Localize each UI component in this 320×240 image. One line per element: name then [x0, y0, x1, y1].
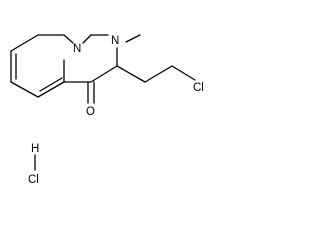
bond-cb-cl	[171, 65, 196, 81]
atom-n-ring: N	[73, 43, 81, 55]
bonds	[10, 34, 196, 171]
bond-c5-c4	[10, 81, 39, 98]
structure-svg: N N O Cl H Cl	[10, 34, 204, 186]
atom-o-carbonyl: O	[86, 106, 95, 118]
bond-n-ring-ch2	[82, 34, 92, 44]
atom-labels: N N O Cl H Cl	[28, 35, 204, 186]
bond-c4-c4a-inner	[39, 77, 63, 92]
atom-h-hcl: H	[31, 143, 39, 155]
bond-c3-ca	[116, 65, 146, 83]
atom-cl-chain: Cl	[193, 82, 204, 94]
atom-n-methyl: N	[111, 35, 119, 47]
bond-c4-c4a	[37, 81, 65, 98]
bond-c1-c6	[10, 34, 39, 52]
structure-diagram: N N O Cl H Cl	[10, 34, 204, 186]
bond-c3-c4	[90, 65, 118, 83]
atom-cl-hcl: Cl	[28, 174, 39, 186]
bond-c2-n-ring	[63, 34, 74, 44]
bond-n-methyl-ch3	[125, 34, 141, 43]
bond-ca-cb	[144, 65, 173, 83]
